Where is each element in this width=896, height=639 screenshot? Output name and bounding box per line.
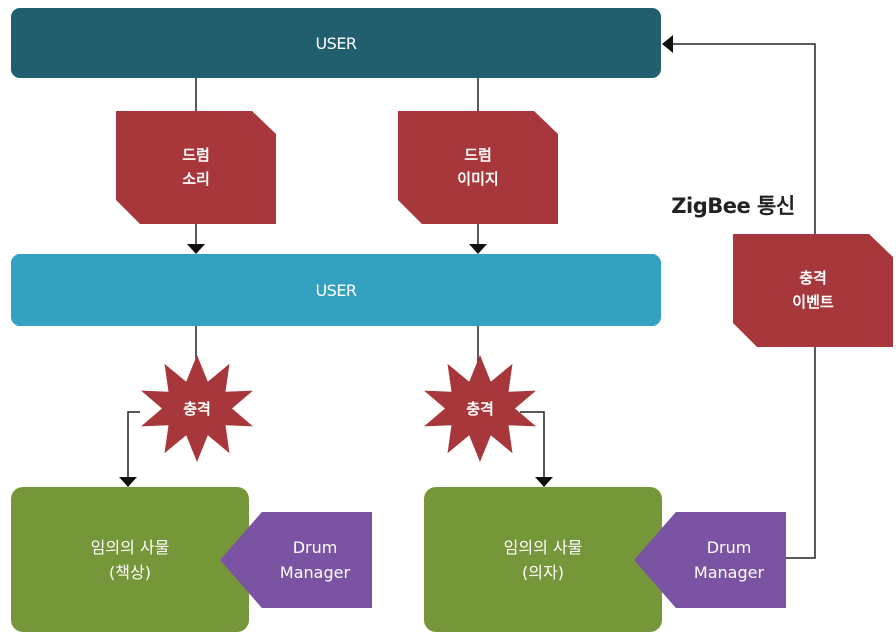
note-impact-event-text: 충격 이벤트 (733, 266, 893, 314)
note-drum-sound-line1: 드럼 (182, 146, 210, 164)
drum-manager-right-text: Drum Manager (676, 535, 782, 585)
user-bar-top-label: USER (315, 33, 357, 53)
drum-manager-left-text: Drum Manager (262, 535, 368, 585)
drum-manager-right-line2: Manager (693, 563, 765, 582)
note-drum-sound (116, 111, 276, 224)
burst-left (141, 355, 253, 462)
arrowhead-top-right (469, 244, 487, 254)
note-drum-sound-line2: 소리 (182, 170, 210, 188)
drum-manager-left-line1: Drum (292, 538, 338, 557)
user-bar-mid-label: USER (315, 280, 357, 300)
note-drum-image-line2: 이미지 (457, 170, 499, 188)
note-impact-event-line2: 이벤트 (792, 293, 834, 311)
note-impact-event (733, 234, 893, 347)
thing-chair-line2: (의자) (522, 562, 564, 582)
note-drum-image-text: 드럼 이미지 (398, 143, 558, 191)
note-impact-event-line1: 충격 (799, 269, 827, 287)
drum-manager-left-line2: Manager (279, 563, 351, 582)
thing-chair-line1: 임의의 사물 (503, 537, 583, 557)
burst-right (424, 355, 536, 462)
thing-desk-line1: 임의의 사물 (90, 537, 170, 557)
arrowhead-burst-right (535, 477, 553, 487)
connector-burst-right (520, 411, 545, 478)
burst-left-text: 충격 (183, 400, 211, 418)
arrowhead-burst-left (119, 477, 137, 487)
note-drum-sound-text: 드럼 소리 (116, 143, 276, 191)
thing-chair-box: 임의의 사물 (의자) (424, 487, 662, 632)
burst-right-text: 충격 (466, 400, 494, 418)
note-drum-image (398, 111, 558, 224)
user-bar-mid: USER (11, 254, 661, 326)
arrowhead-feedback (662, 35, 673, 53)
user-bar-top: USER (11, 8, 661, 78)
note-drum-image-line1: 드럼 (464, 146, 492, 164)
arrowhead-top-left (187, 244, 205, 254)
thing-desk-box: 임의의 사물 (책상) (11, 487, 249, 632)
drum-manager-right-line1: Drum (706, 538, 752, 557)
zigbee-label: ZigBee 통신 (671, 194, 795, 218)
thing-desk-line2: (책상) (109, 562, 151, 582)
connector-burst-left (127, 411, 140, 478)
